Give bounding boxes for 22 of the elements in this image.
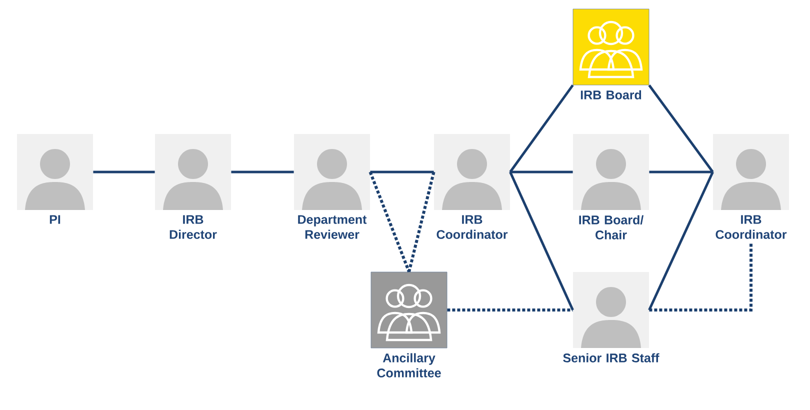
connector-line xyxy=(93,170,155,174)
connector-line xyxy=(509,172,574,311)
connector-line xyxy=(648,84,714,173)
connector-line xyxy=(231,170,294,174)
connector-line xyxy=(370,170,434,174)
connector-line xyxy=(368,171,410,272)
node-label: IRB Director xyxy=(170,215,217,239)
node-label: Senior IRB Staff xyxy=(563,353,660,362)
node-label: PI xyxy=(50,215,60,224)
node-label: Ancillary Committee xyxy=(377,353,441,378)
node-label: IRB Board xyxy=(580,90,642,100)
connector-line xyxy=(447,308,573,312)
node-label: Department Reviewer xyxy=(298,215,367,239)
connector-line xyxy=(510,170,573,174)
connector-line xyxy=(648,171,714,311)
node-label: IRB Coordinator xyxy=(716,215,787,239)
connector-line xyxy=(509,84,574,173)
connector-line xyxy=(649,170,713,174)
node-label: IRB Coordinator xyxy=(436,215,508,239)
connector-line xyxy=(649,243,752,312)
node-label: IRB Board/ Chair xyxy=(579,215,644,240)
connector-line xyxy=(408,172,436,272)
